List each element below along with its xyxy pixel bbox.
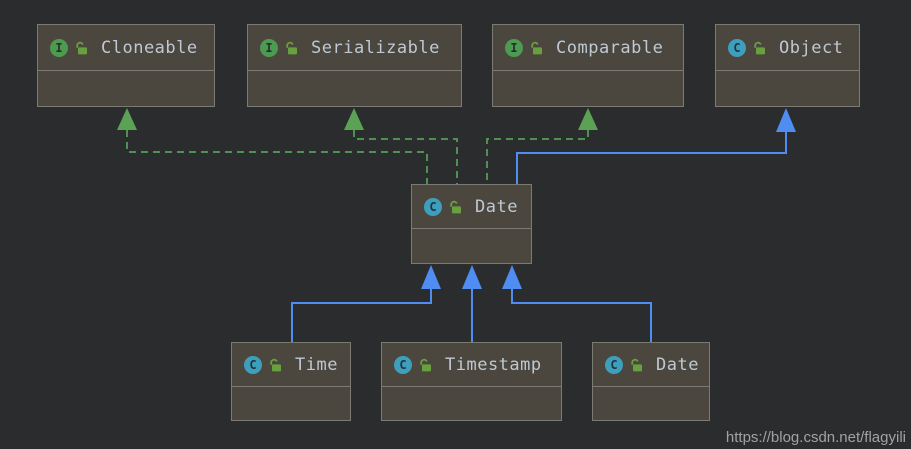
edge-timestamp-extends-date[interactable] [462, 265, 482, 342]
class-icon: C [605, 355, 623, 374]
node-header: C Object [716, 25, 859, 71]
edge-date2-extends-date[interactable] [502, 265, 652, 342]
lock-icon [269, 358, 282, 372]
node-serializable[interactable]: I Serializable [247, 24, 462, 107]
lock-icon [753, 41, 766, 55]
edge-date-implements-serializable[interactable] [344, 108, 458, 184]
node-label: Date [475, 196, 518, 217]
watermark-text: https://blog.csdn.net/flagyili [725, 429, 906, 446]
node-cloneable[interactable]: I Cloneable [37, 24, 215, 107]
class-icon: C [244, 355, 262, 374]
edge-date-implements-comparable[interactable] [486, 108, 598, 184]
node-label: Time [295, 354, 338, 375]
node-date[interactable]: C Date [411, 184, 532, 264]
lock-icon [75, 41, 88, 55]
interface-icon: I [50, 38, 68, 57]
node-comparable[interactable]: I Comparable [492, 24, 684, 107]
node-label: Object [779, 37, 844, 58]
node-header: C Time [232, 343, 350, 387]
node-label: Serializable [311, 37, 440, 58]
lock-icon [449, 200, 462, 214]
interface-icon: I [505, 38, 523, 57]
class-icon: C [728, 38, 746, 57]
class-icon: C [424, 197, 442, 216]
node-header: I Cloneable [38, 25, 214, 71]
edge-time-extends-date[interactable] [291, 265, 441, 342]
interface-icon: I [260, 38, 278, 57]
lock-icon [530, 41, 543, 55]
node-header: C Date [593, 343, 709, 387]
edge-date-extends-object[interactable] [516, 108, 796, 184]
node-date2[interactable]: C Date [592, 342, 710, 421]
edge-date-implements-cloneable[interactable] [117, 108, 428, 184]
class-icon: C [394, 355, 412, 374]
node-timestamp[interactable]: C Timestamp [381, 342, 562, 421]
node-time[interactable]: C Time [231, 342, 351, 421]
lock-icon [419, 358, 432, 372]
node-label: Comparable [556, 37, 664, 58]
lock-icon [630, 358, 643, 372]
node-label: Cloneable [101, 37, 198, 58]
lock-icon [285, 41, 298, 55]
node-header: C Timestamp [382, 343, 561, 387]
node-label: Date [656, 354, 699, 375]
node-header: I Comparable [493, 25, 683, 71]
node-header: C Date [412, 185, 531, 229]
node-header: I Serializable [248, 25, 461, 71]
node-object[interactable]: C Object [715, 24, 860, 107]
node-label: Timestamp [445, 354, 542, 375]
